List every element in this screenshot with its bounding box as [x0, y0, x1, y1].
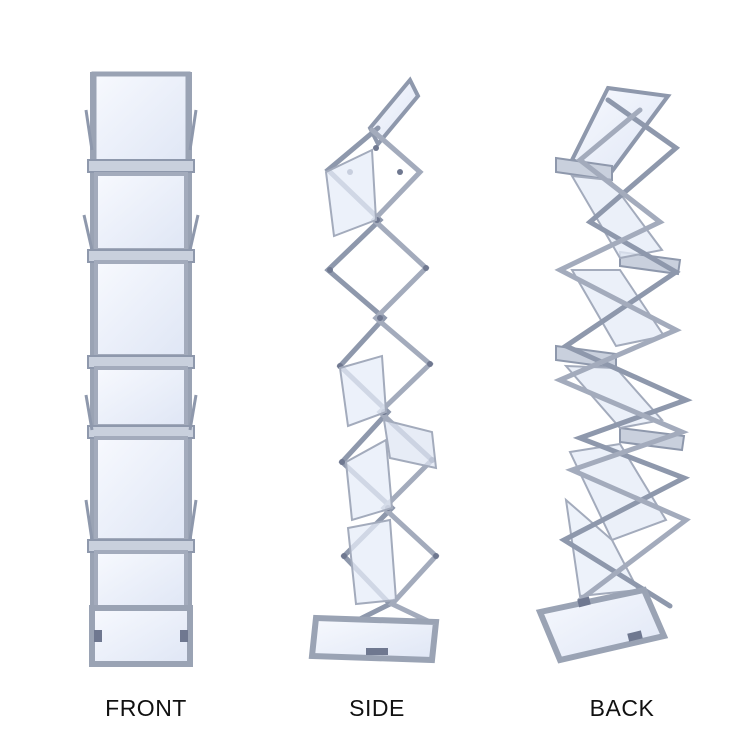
- back-view-stand: [535, 85, 693, 664]
- back-scissor-b: [553, 107, 691, 603]
- front-panel-2: [94, 172, 188, 252]
- back-view-label: BACK: [589, 695, 655, 721]
- side-view-label: SIDE: [349, 695, 405, 721]
- side-scissor-right: [369, 127, 440, 625]
- front-base-hinge-right: [180, 630, 188, 642]
- front-panel-6: [94, 550, 188, 612]
- front-panel-3: [94, 260, 188, 358]
- front-panel-1: [91, 71, 191, 169]
- side-view-stand: [308, 76, 440, 664]
- back-base: [535, 586, 669, 664]
- front-view-label: FRONT: [105, 695, 187, 721]
- front-panel-5: [94, 436, 188, 542]
- front-panel-4: [94, 366, 188, 428]
- front-pocket-lip-1: [87, 159, 195, 173]
- back-base-latch: [627, 630, 643, 642]
- side-top-panel: [367, 76, 421, 148]
- side-base-handle: [366, 648, 388, 655]
- front-base: [89, 605, 193, 667]
- front-base-hinge-left: [94, 630, 102, 642]
- front-view-stand: [82, 71, 200, 667]
- back-base-hinge: [577, 596, 591, 608]
- back-scissor-a: [558, 97, 693, 609]
- side-base: [308, 614, 440, 664]
